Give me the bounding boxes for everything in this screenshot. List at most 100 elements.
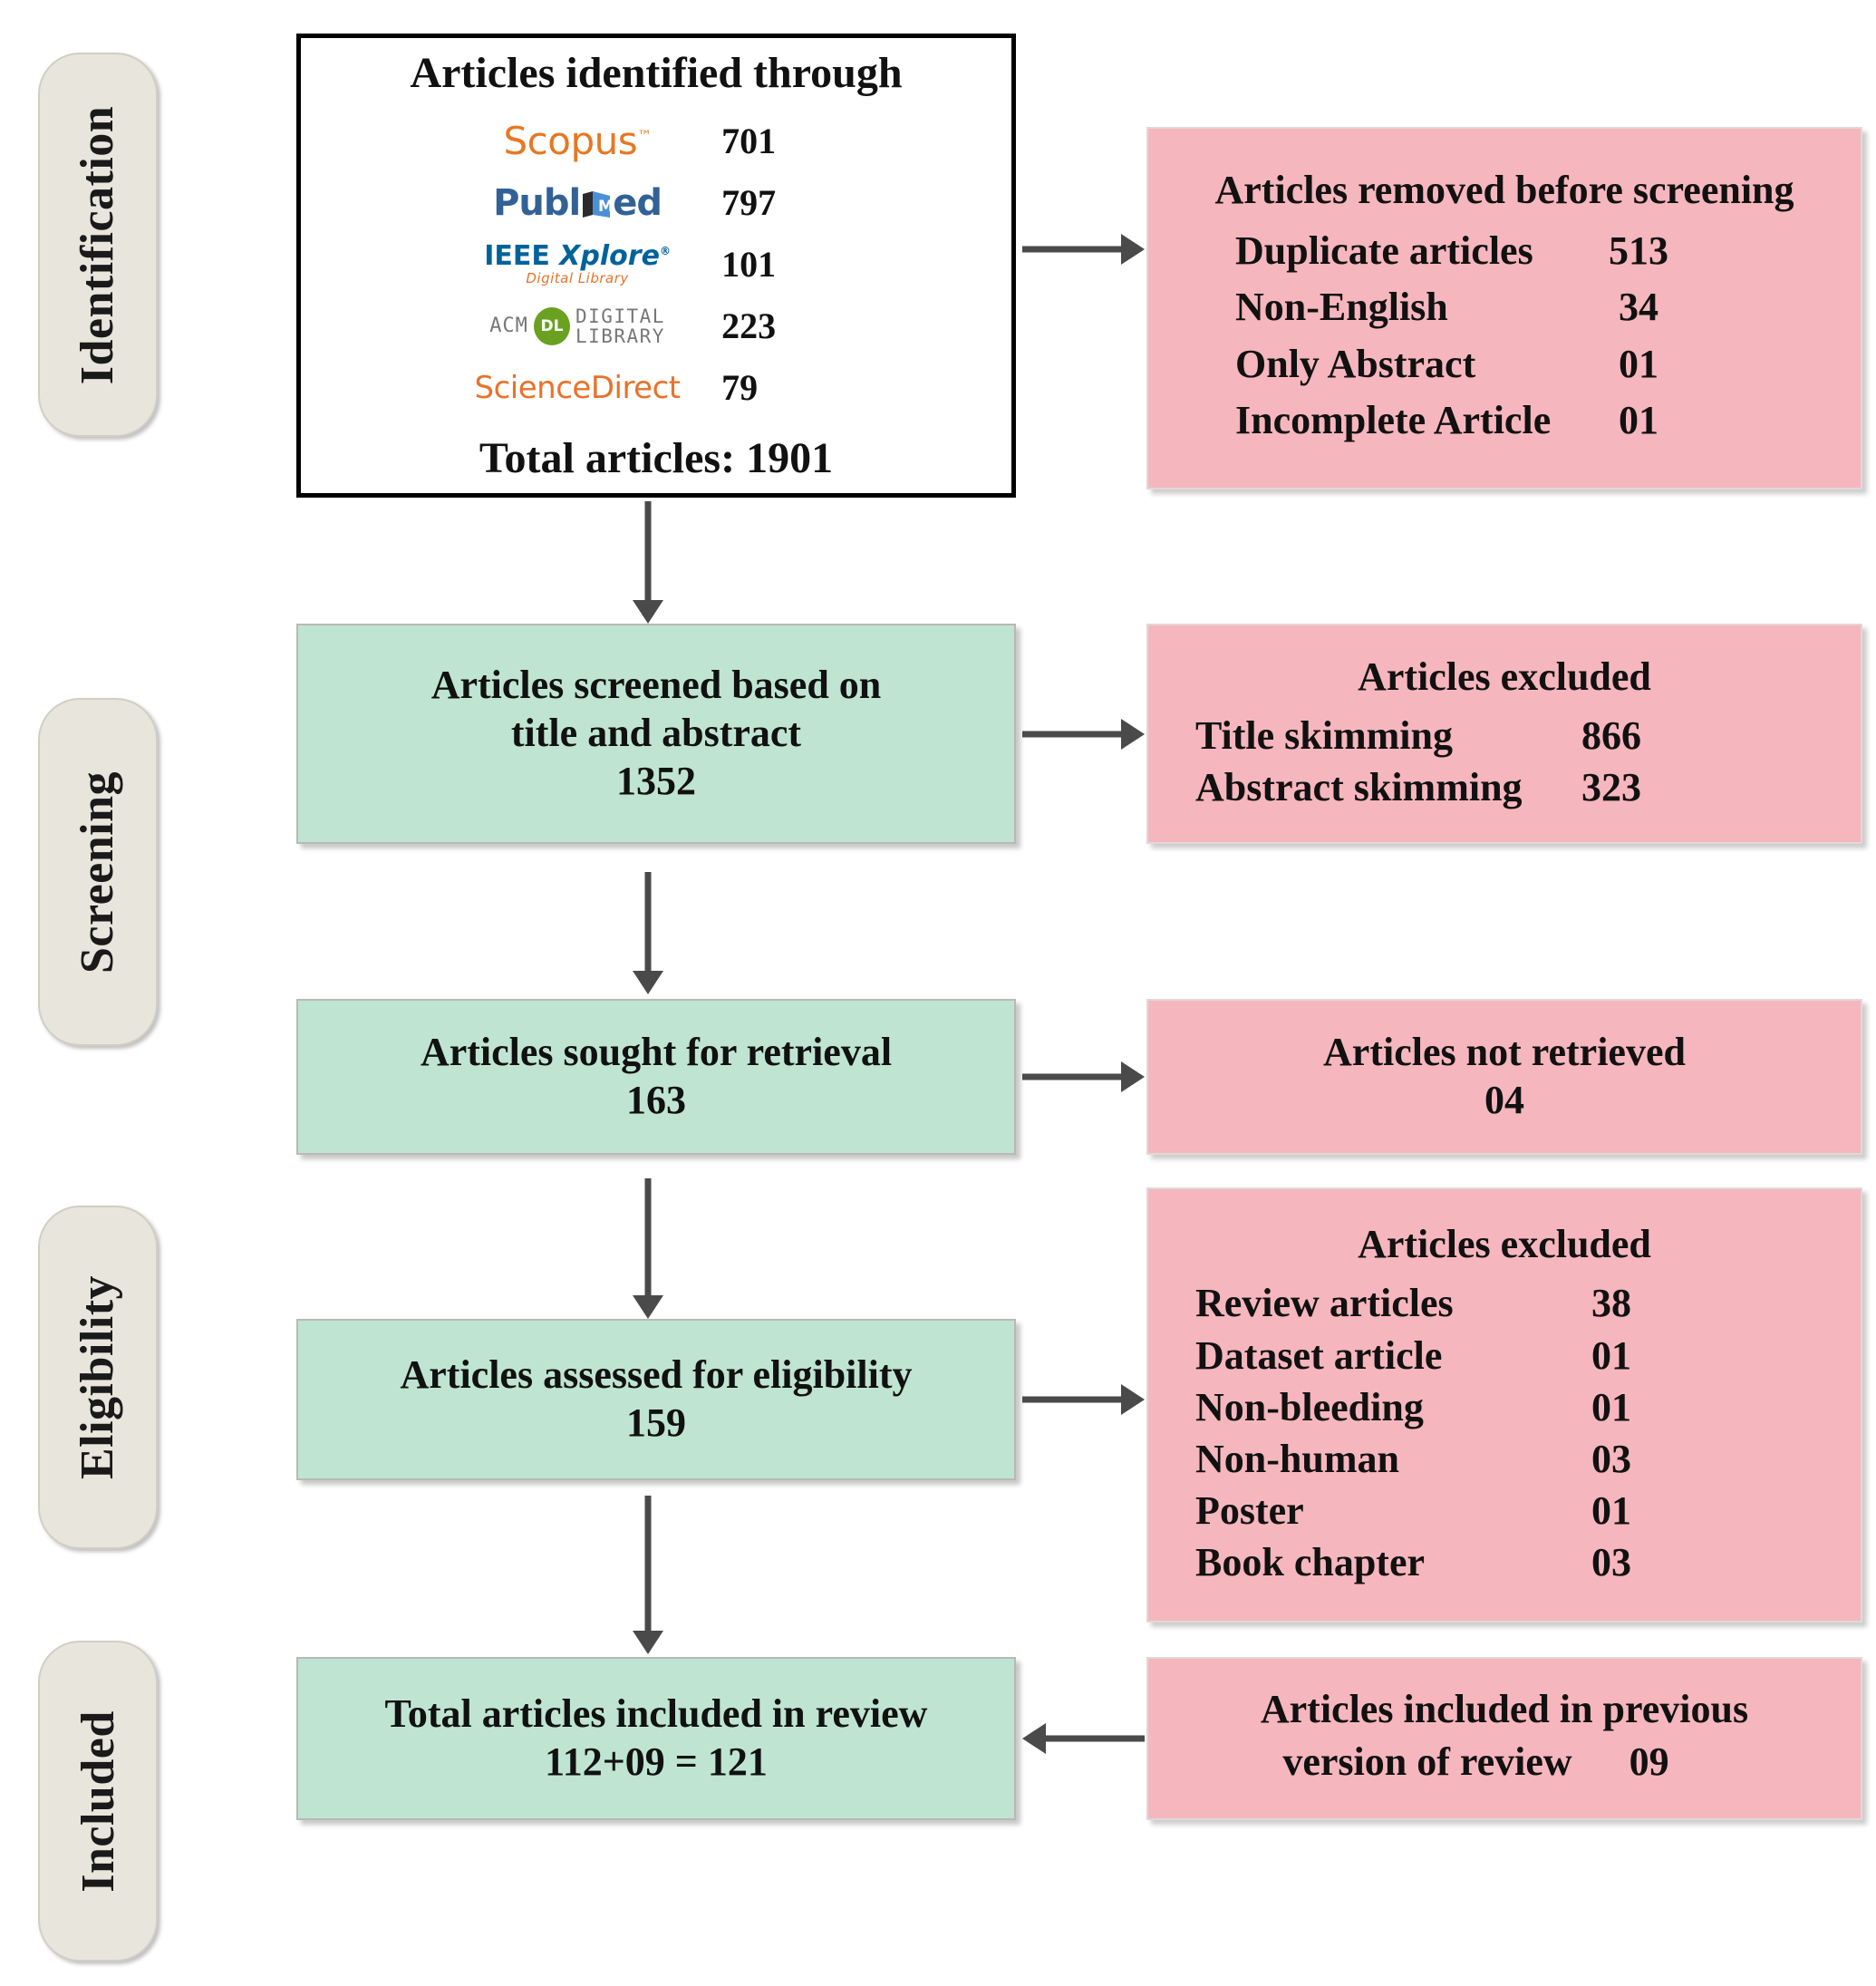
articles-not-retrieved-line1: Articles not retrieved	[1323, 1030, 1686, 1075]
reason-label: Dataset article	[1195, 1332, 1443, 1378]
reason-label: Duplicate articles	[1235, 228, 1533, 274]
pubmed-book-icon: M	[581, 188, 614, 218]
stage-label-identification: Identification	[72, 105, 124, 384]
reason-row: Book chapter 03	[1154, 1536, 1855, 1588]
reason-label: Abstract skimming	[1195, 765, 1523, 810]
arrow-identification-to-removed	[1022, 231, 1145, 267]
arrow-sought-to-assessed	[621, 1178, 675, 1319]
source-row-ieee: IEEE Xplore® Digital Library 101	[457, 236, 856, 294]
svg-text:M: M	[598, 198, 612, 216]
reason-label: Poster	[1195, 1488, 1304, 1534]
reason-label: Title skimming	[1195, 713, 1454, 759]
acm-dl-logo: ACM DL DIGITAL LIBRARY	[457, 297, 698, 355]
reason-value: 03	[1591, 1540, 1631, 1585]
arrow-screened-to-excluded	[1022, 716, 1145, 752]
articles-screened-line2: title and abstract	[510, 711, 802, 756]
articles-assessed-box: Articles assessed for eligibility 159	[296, 1319, 1016, 1480]
reason-label: Incomplete Article	[1235, 398, 1552, 443]
reason-label: Review articles	[1195, 1281, 1454, 1326]
reason-label: Only Abstract	[1235, 341, 1476, 386]
acm-logo-line2: LIBRARY	[575, 325, 665, 347]
articles-assessed-line1: Articles assessed for eligibility	[400, 1352, 913, 1398]
ieee-logo-main: IEEE	[484, 240, 550, 273]
reason-value: 01	[1591, 1488, 1631, 1534]
pubmed-logo-text-a: Publ	[493, 181, 581, 224]
excluded-screening-title: Articles excluded	[1358, 654, 1651, 700]
total-included-box: Total articles included in review 112+09…	[296, 1657, 1016, 1820]
sciencedirect-logo: ScienceDirect	[457, 359, 698, 417]
identification-box: Articles identified through Scopus™ 701 …	[296, 34, 1016, 498]
previous-version-line2: version of review	[1282, 1739, 1572, 1785]
excluded-eligibility-title: Articles excluded	[1358, 1222, 1651, 1267]
reason-row: Duplicate articles 513	[1154, 223, 1855, 279]
arrow-identification-to-screened	[621, 501, 675, 624]
acm-logo-line1: DIGITAL	[575, 305, 665, 327]
reason-value: 866	[1581, 713, 1641, 759]
stage-pill-included: Included	[38, 1641, 158, 1962]
excluded-eligibility-box: Articles excluded Review articles 38 Dat…	[1146, 1187, 1862, 1623]
articles-assessed-count: 159	[626, 1400, 686, 1445]
ieee-logo-sub: Digital Library	[526, 270, 629, 287]
articles-not-retrieved-count: 04	[1484, 1078, 1524, 1122]
reason-row: Non-bleeding 01	[1154, 1381, 1855, 1433]
articles-sought-line1: Articles sought for retrieval	[420, 1030, 893, 1075]
source-row-pubmed: Publ M ed 797	[457, 174, 856, 232]
removed-before-screening-box: Articles removed before screening Duplic…	[1146, 127, 1862, 489]
reason-value: 01	[1591, 1332, 1631, 1378]
reason-row: Poster 01	[1154, 1485, 1855, 1536]
reason-value: 01	[1619, 341, 1658, 386]
stage-pill-identification: Identification	[38, 53, 158, 437]
reason-row: Incomplete Article 01	[1154, 392, 1855, 449]
reason-row: Non-human 03	[1154, 1433, 1855, 1485]
source-row-acm: ACM DL DIGITAL LIBRARY 223	[457, 297, 856, 355]
reason-row: Abstract skimming 323	[1154, 761, 1855, 813]
stage-label-eligibility: Eligibility	[72, 1274, 124, 1480]
acm-logo-prefix: ACM	[489, 315, 528, 338]
reason-row: Dataset article 01	[1154, 1330, 1855, 1381]
total-included-line2: 112+09 = 121	[545, 1739, 768, 1784]
scopus-logo: Scopus™	[503, 119, 653, 164]
reason-value: 01	[1619, 398, 1658, 443]
acm-badge-icon: DL	[533, 306, 570, 345]
previous-version-row: version of review 09	[1157, 1734, 1852, 1790]
source-list: Scopus™ 701 Publ M	[319, 112, 993, 417]
stage-pill-eligibility: Eligibility	[38, 1206, 158, 1549]
sciencedirect-count: 79	[721, 367, 759, 409]
arrow-previous-to-included	[1022, 1720, 1145, 1757]
reason-value: 03	[1591, 1436, 1631, 1481]
articles-screened-count: 1352	[616, 758, 696, 803]
reason-label: Non-English	[1235, 285, 1448, 330]
source-row-scopus: Scopus™ 701	[457, 112, 856, 170]
reason-value: 38	[1591, 1281, 1631, 1326]
reason-row: Title skimming 866	[1154, 710, 1855, 761]
stage-label-screening: Screening	[72, 770, 124, 974]
reason-label: Book chapter	[1195, 1540, 1425, 1585]
arrow-screened-to-sought	[621, 872, 675, 994]
scopus-logo-text: Scopus	[503, 119, 638, 164]
articles-not-retrieved-box: Articles not retrieved 04	[1146, 999, 1862, 1155]
ieee-count: 101	[721, 244, 777, 286]
stage-label-included: Included	[72, 1710, 124, 1893]
identification-total: Total articles: 1901	[479, 433, 834, 482]
pubmed-logo: Publ M ed	[457, 174, 698, 232]
articles-screened-box: Articles screened based on title and abs…	[296, 624, 1016, 844]
previous-version-line1: Articles included in previous	[1260, 1687, 1749, 1732]
excluded-screening-box: Articles excluded Title skimming 866 Abs…	[1146, 624, 1862, 844]
scopus-count: 701	[721, 121, 777, 162]
reason-label: Non-bleeding	[1195, 1384, 1424, 1429]
sciencedirect-logo-text: ScienceDirect	[474, 369, 682, 406]
identification-title: Articles identified through	[410, 49, 903, 98]
acm-count: 223	[721, 305, 777, 347]
articles-screened-line1: Articles screened based on	[430, 663, 882, 708]
stage-pill-screening: Screening	[38, 698, 158, 1046]
arrow-assessed-to-excluded	[1022, 1381, 1145, 1418]
removed-before-screening-list: Duplicate articles 513 Non-English 34 On…	[1154, 223, 1855, 450]
total-included-line1: Total articles included in review	[384, 1691, 928, 1737]
reason-value: 01	[1591, 1384, 1631, 1429]
source-row-sciencedirect: ScienceDirect 79	[457, 359, 856, 417]
ieee-xplore-logo: IEEE Xplore® Digital Library	[484, 240, 671, 287]
removed-before-screening-title: Articles removed before screening	[1214, 168, 1794, 213]
excluded-eligibility-list: Review articles 38 Dataset article 01 No…	[1154, 1277, 1855, 1588]
reason-value: 34	[1619, 285, 1658, 330]
